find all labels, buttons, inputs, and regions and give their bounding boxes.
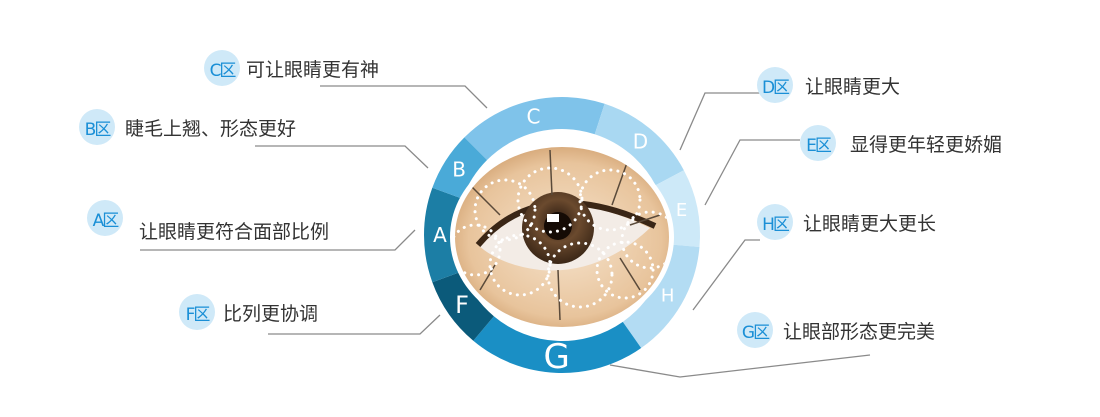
zone-label-g: G区 让眼部形态更完美 [737,312,935,348]
leader-lines [140,85,871,378]
ring-letter-b: B [452,157,466,181]
zone-desc: 显得更年轻更娇媚 [850,133,1003,156]
leader-a [140,229,416,251]
ring-letter-a: A [433,223,447,247]
leader-c [320,85,488,109]
leader-b [255,145,429,169]
zone-label-c: C区 可让眼睛更有神 [204,50,379,86]
ring-letter-e: E [676,200,687,221]
ring-letter-g: G [543,337,569,377]
leader-d [679,92,760,151]
zone-badge: A区 [87,200,123,236]
zone-badge: F区 [179,294,215,330]
zone-label-e: E区 显得更年轻更娇媚 [800,125,1002,161]
zone-badge: B区 [79,109,115,145]
ring-letter-h: H [661,286,675,307]
zone-desc: 让眼睛更大更长 [803,212,937,235]
zone-desc: 比列更协调 [223,302,319,325]
zone-ring: C D E H G F A B [424,97,700,377]
ring-letter-d: D [633,130,648,154]
zone-badge: C区 [204,50,240,86]
zone-label-d: D区 让眼睛更大 [757,67,900,103]
leader-e [704,139,800,206]
zone-badge: G区 [737,312,773,348]
leader-h [692,239,760,311]
zone-desc: 让眼睛更符合面部比例 [139,220,330,243]
ring-segment-h [622,244,700,349]
zone-badge: D区 [757,67,793,103]
ring-segment-a [424,187,463,283]
ring-segment-b [432,137,488,199]
zone-desc: 让眼部形态更完美 [783,320,936,343]
zone-label-b: B区 睫毛上翘、形态更好 [79,109,296,145]
ring-letter-f: F [455,291,469,319]
zone-badge: H区 [757,204,793,240]
zone-desc: 睫毛上翘、形态更好 [125,117,297,140]
zone-label-a: A区 让眼睛更符合面部比例 [87,200,329,243]
eye-image [455,147,669,327]
ring-segment-c [464,97,605,161]
ring-letter-c: C [527,104,541,128]
zone-badge: E区 [800,125,836,161]
zone-desc: 可让眼睛更有神 [246,58,380,81]
ring-segment-d [594,103,684,186]
leader-f [268,314,441,335]
zone-label-f: F区 比列更协调 [179,294,318,330]
zone-label-h: H区 让眼睛更大更长 [757,204,936,240]
zone-desc: 让眼睛更大 [805,75,901,98]
ring-segment-e [655,170,700,248]
leader-g [609,354,871,378]
ring-segment-f [432,271,494,341]
ring-segment-g [473,316,642,373]
